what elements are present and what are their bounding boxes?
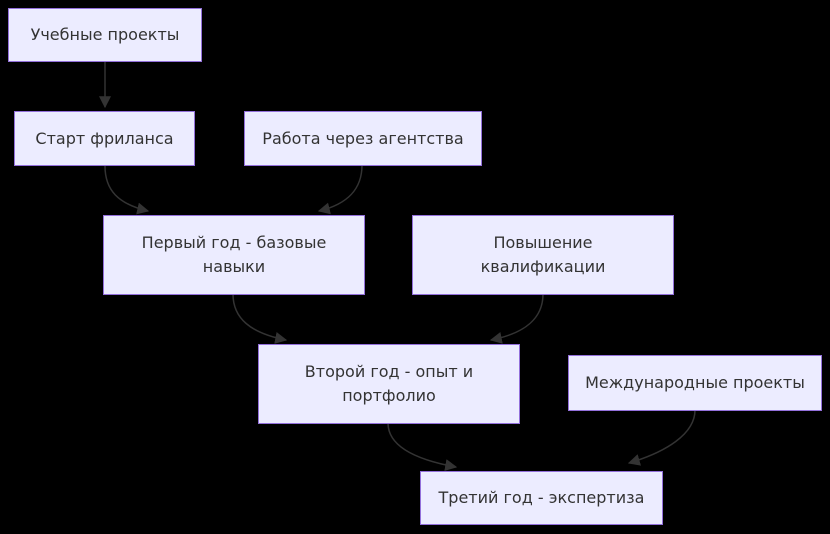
node-tretij-god: Третий год - экспертиза — [420, 471, 663, 525]
node-label: Третий год - экспертиза — [438, 488, 645, 507]
node-pervyj-god: Первый год - базовые навыки — [103, 215, 365, 295]
node-povyshenie-kvalifikacii: Повышение квалификации — [412, 215, 674, 295]
edge-6-7 — [627, 409, 696, 466]
node-label: Международные проекты — [585, 373, 805, 392]
node-rabota-cherez-agentstva: Работа через агентства — [244, 111, 482, 166]
node-label: Второй год - опыт и портфолио — [304, 362, 474, 405]
node-label: Повышение квалификации — [480, 233, 606, 276]
edge-5-7 — [387, 422, 458, 471]
node-label: Учебные проекты — [30, 25, 180, 44]
edge-1-3 — [104, 165, 150, 215]
node-vtoroj-god: Второй год - опыт и портфолио — [258, 344, 520, 424]
node-label: Старт фриланса — [35, 128, 174, 148]
node-label: Первый год - базовые навыки — [141, 233, 327, 276]
node-mezhdunarodnye-proekty: Международные проекты — [568, 355, 822, 411]
node-uchebnye-proekty: Учебные проекты — [8, 8, 202, 62]
node-start-frilansa: Старт фриланса — [14, 111, 195, 166]
edge-3-5 — [232, 293, 288, 344]
node-label: Работа через агентства — [262, 128, 464, 148]
edge-4-5 — [489, 293, 544, 344]
edge-2-3 — [317, 164, 363, 215]
